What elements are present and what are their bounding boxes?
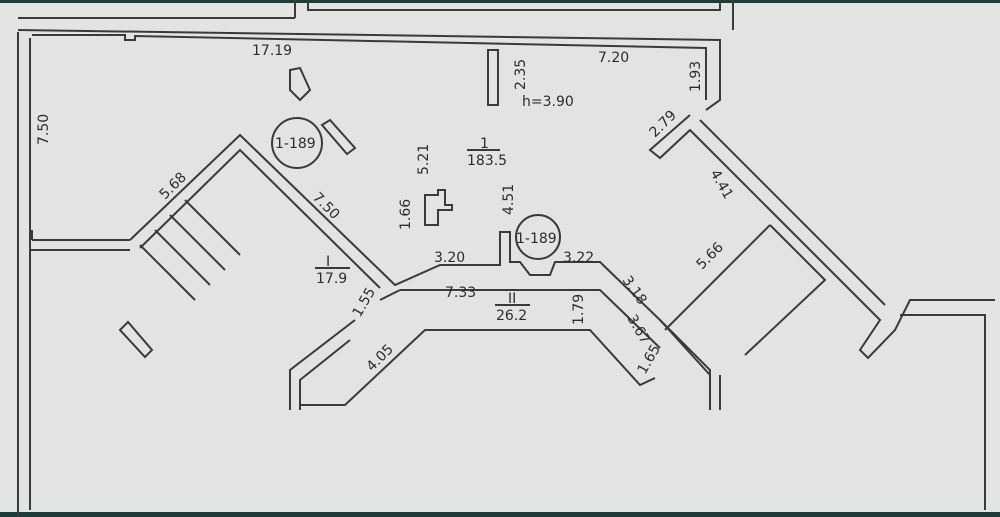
dim-pillar: 4.51: [501, 184, 517, 215]
dim-corridor-len: 7.33: [445, 285, 476, 301]
dim-diag-a: 3.18: [619, 273, 650, 308]
ceiling-height: h=3.90: [522, 94, 574, 110]
dim-mid-left: 3.20: [434, 250, 465, 266]
dim-left-wall: 7.50: [36, 114, 52, 145]
walls: [17, 0, 995, 515]
room-II-area: 26.2: [496, 308, 527, 324]
dim-top-wall: 17.19: [252, 43, 292, 59]
dim-top-right: 7.20: [598, 50, 629, 66]
dim-corridor-depth: 1.79: [571, 294, 587, 325]
room-II-number: II: [508, 291, 516, 307]
dim-column-a: 5.21: [416, 144, 432, 175]
marker-1: 1-189: [275, 136, 316, 152]
dim-bottom-diag: 4.05: [364, 341, 397, 374]
dim-right-window: 1.93: [688, 61, 704, 92]
dim-diag-b: 5.66: [694, 239, 727, 272]
dim-diag-short: 2.79: [647, 107, 680, 140]
room-I-area: 17.9: [316, 271, 347, 287]
dim-diag-c: 3.67: [624, 312, 653, 347]
dim-mid-right: 3.22: [563, 250, 594, 266]
bottom-frame-bar: [0, 512, 1000, 517]
room-1-area: 183.5: [467, 153, 507, 169]
top-frame-bar: [0, 0, 1000, 3]
dim-column-b: 1.66: [398, 199, 414, 230]
dim-top-partition: 2.35: [513, 59, 529, 90]
marker-2: 1-189: [516, 231, 557, 247]
room-I-number: I: [326, 254, 330, 270]
dim-corridor-small: 1.55: [350, 285, 379, 320]
room-1-number: 1: [480, 136, 489, 152]
